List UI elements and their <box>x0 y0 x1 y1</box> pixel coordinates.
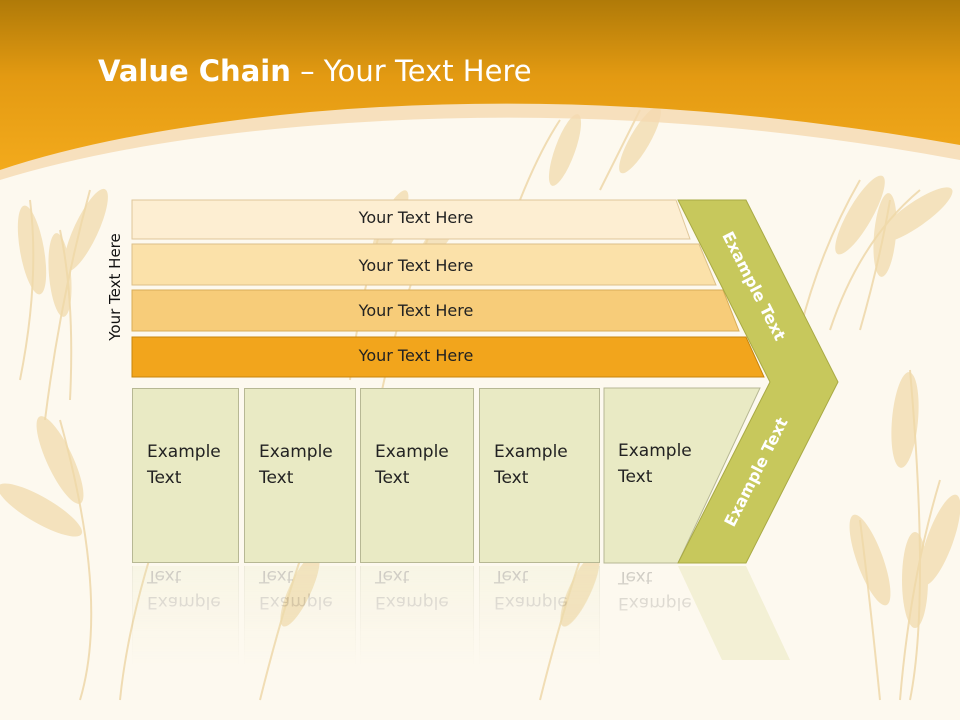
box-5-reflection: Example Text <box>604 566 714 666</box>
bar-3-label: Your Text Here <box>358 301 474 320</box>
box-5-reflection-line2: Text <box>618 567 653 587</box>
slide-title-rest: – Your Text Here <box>290 54 532 88</box>
box-1-reflection: Example Text <box>132 566 239 666</box>
box-2-reflection: Example Text <box>244 566 356 666</box>
bar-4-label: Your Text Here <box>358 346 474 365</box>
box-2: Example Text <box>244 388 356 563</box>
box-1-line1: Example <box>147 442 221 462</box>
box-3: Example Text <box>360 388 474 563</box>
chevron-shape <box>677 199 839 564</box>
vertical-label: Your Text Here <box>106 233 124 341</box>
box-5-reflection-line1: Example <box>618 593 692 613</box>
box-5: Example Text <box>604 388 714 563</box>
box-3-line1: Example <box>375 442 449 462</box>
box-4-line2: Text <box>494 468 529 488</box>
bar-4-shape <box>131 336 765 378</box>
box-1-reflection-line2: Text <box>147 566 182 586</box>
header-band <box>0 0 960 180</box>
box-3-reflection-line2: Text <box>375 566 410 586</box>
box-4-line1: Example <box>494 442 568 462</box>
bar-2-shape <box>131 243 717 286</box>
box-2-line2: Text <box>259 468 294 488</box>
bar-3-shape <box>131 289 740 332</box>
box-2-reflection-line2: Text <box>259 566 294 586</box>
chevron-reflection <box>678 566 790 660</box>
box-1-reflection-line1: Example <box>147 592 221 612</box>
box-4-reflection: Example Text <box>479 566 600 666</box>
box-3-line2: Text <box>375 468 410 488</box>
box-2-reflection-line1: Example <box>259 592 333 612</box>
box-4: Example Text <box>479 388 600 563</box>
slide-title-bold: Value Chain <box>98 54 291 88</box>
box-3-reflection: Example Text <box>360 566 474 666</box>
box-1-line2: Text <box>147 468 182 488</box>
bar-1-label: Your Text Here <box>358 208 474 227</box>
box-2-line1: Example <box>259 442 333 462</box>
slide-title: Value Chain – Your Text Here <box>98 54 532 88</box>
bar-2-label: Your Text Here <box>358 256 474 275</box>
box-4-reflection-line2: Text <box>494 566 529 586</box>
box-5-line2: Text <box>618 467 653 487</box>
bar-1-shape <box>131 199 691 240</box>
box-1: Example Text <box>132 388 239 563</box>
box-5-line1: Example <box>618 441 692 461</box>
box-4-reflection-line1: Example <box>494 592 568 612</box>
box-3-reflection-line1: Example <box>375 592 449 612</box>
